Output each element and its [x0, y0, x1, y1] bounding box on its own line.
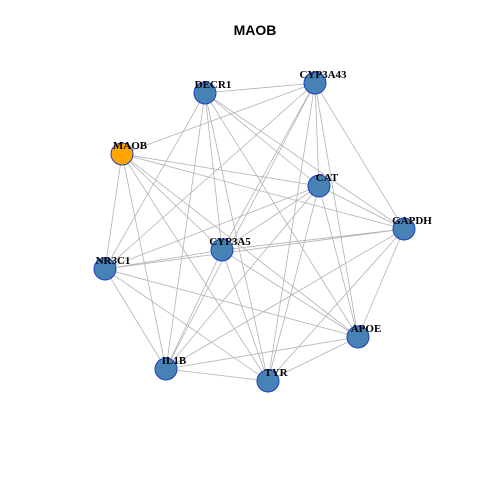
node-label-nr3c1: NR3C1 [96, 255, 131, 267]
node-label-cat: CAT [316, 172, 339, 184]
node-cat[interactable] [307, 174, 331, 198]
node-decr1[interactable] [193, 81, 217, 105]
edge-decr1-gapdh [204, 92, 405, 230]
edge-maob-il1b [121, 153, 167, 370]
node-label-tyr: TYR [264, 367, 288, 379]
node-label-apoe: APOE [351, 323, 382, 335]
edges-layer [104, 82, 405, 382]
edge-maob-tyr [121, 153, 269, 382]
edge-cat-cyp3a5 [221, 185, 320, 251]
edge-cyp3a5-nr3c1 [104, 249, 223, 270]
edge-cyp3a43-maob [121, 82, 316, 155]
edge-cyp3a43-apoe [314, 82, 359, 338]
edge-cyp3a5-il1b [165, 249, 223, 370]
edge-cyp3a43-il1b [165, 82, 316, 370]
edge-nr3c1-tyr [104, 268, 269, 382]
node-cyp3a5[interactable] [210, 238, 234, 262]
edge-nr3c1-il1b [104, 268, 167, 370]
edge-cyp3a43-cat [314, 82, 320, 187]
node-label-cyp3a5: CYP3A5 [209, 236, 251, 248]
node-apoe[interactable] [346, 325, 370, 349]
edge-decr1-cyp3a5 [204, 92, 223, 251]
nodes-layer [93, 71, 416, 393]
edge-decr1-il1b [165, 92, 206, 370]
edge-maob-cat [121, 153, 320, 187]
edge-gapdh-nr3c1 [104, 228, 405, 270]
node-tyr[interactable] [256, 369, 280, 393]
edge-decr1-cat [204, 92, 320, 187]
node-cyp3a43[interactable] [303, 71, 327, 95]
node-label-cyp3a43: CYP3A43 [299, 69, 347, 81]
edge-cyp3a5-tyr [221, 249, 269, 382]
edge-maob-apoe [121, 153, 359, 338]
node-maob[interactable] [110, 142, 134, 166]
node-label-il1b: IL1B [162, 355, 187, 367]
edge-cyp3a43-gapdh [314, 82, 405, 230]
edge-decr1-apoe [204, 92, 359, 338]
edge-cat-gapdh [318, 185, 405, 230]
edge-cat-apoe [318, 185, 359, 338]
edge-maob-cyp3a5 [121, 153, 223, 251]
edge-nr3c1-apoe [104, 268, 359, 338]
edge-apoe-il1b [165, 336, 359, 370]
edge-apoe-tyr [267, 336, 359, 382]
edge-maob-gapdh [121, 153, 405, 230]
node-label-decr1: DECR1 [195, 79, 232, 91]
edge-gapdh-tyr [267, 228, 405, 382]
edge-decr1-tyr [204, 92, 269, 382]
node-il1b[interactable] [154, 357, 178, 381]
edge-cyp3a5-apoe [221, 249, 359, 338]
edge-gapdh-cyp3a5 [221, 228, 405, 251]
edge-cat-tyr [267, 185, 320, 382]
node-nr3c1[interactable] [93, 257, 117, 281]
edge-cyp3a43-tyr [267, 82, 316, 382]
edge-maob-nr3c1 [104, 153, 123, 270]
node-gapdh[interactable] [392, 217, 416, 241]
node-label-maob: MAOB [113, 140, 148, 152]
edge-il1b-tyr [165, 368, 269, 382]
edge-cat-nr3c1 [104, 185, 320, 270]
node-label-gapdh: GAPDH [392, 215, 432, 227]
edge-cyp3a43-cyp3a5 [221, 82, 316, 251]
edge-gapdh-il1b [165, 228, 405, 370]
edge-decr1-cyp3a43 [204, 82, 316, 94]
edge-gapdh-apoe [357, 228, 405, 338]
edge-cat-il1b [165, 185, 320, 370]
edge-decr1-nr3c1 [104, 92, 206, 270]
edge-cyp3a43-nr3c1 [104, 82, 316, 270]
graph-title: MAOB [234, 22, 277, 38]
